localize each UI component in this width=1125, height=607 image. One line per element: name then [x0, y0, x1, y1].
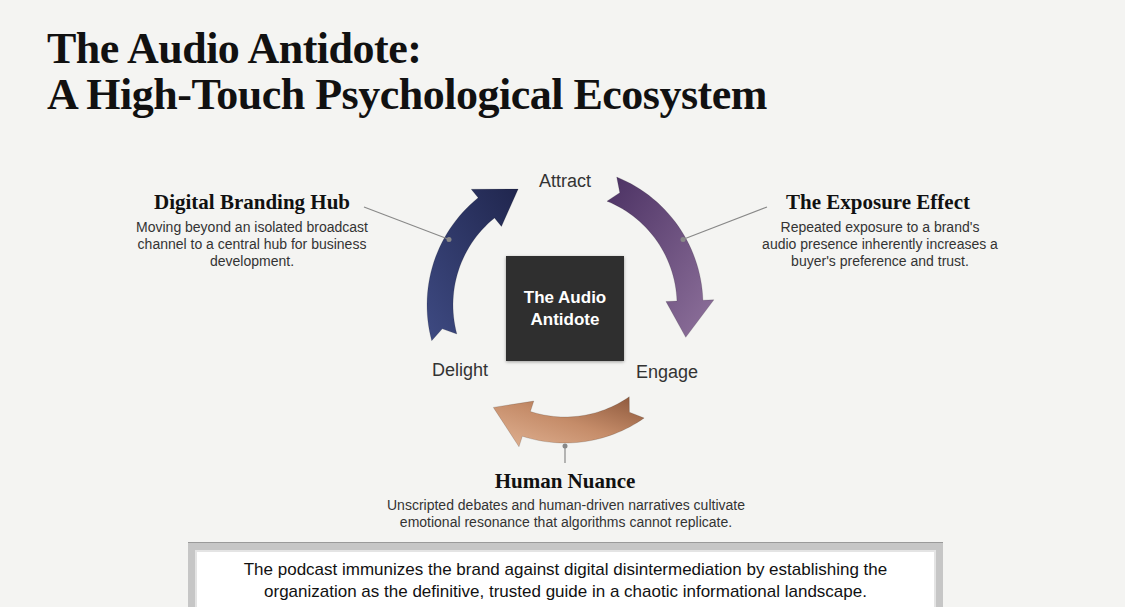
callout-heading: The Exposure Effect	[786, 190, 970, 214]
callout-body: Unscripted debates and human-driven narr…	[380, 497, 752, 531]
leader-line	[364, 207, 448, 239]
center-box: The Audio Antidote	[506, 256, 624, 361]
stage-label: Delight	[432, 360, 488, 380]
callout-body: Repeated exposure to a brand's audio pre…	[762, 219, 998, 270]
leader-dot	[447, 237, 452, 242]
callout-body: Moving beyond an isolated broadcast chan…	[132, 219, 372, 270]
leader-line	[684, 207, 767, 239]
callout-heading: Human Nuance	[495, 469, 636, 493]
diagram-title: The Audio Antidote: A High-Touch Psychol…	[47, 26, 767, 118]
stage-label: Attract	[539, 171, 591, 191]
node-text: The podcast immunizes the brand against …	[205, 559, 926, 603]
leader-dot	[681, 237, 686, 242]
callout-heading: Digital Branding Hub	[154, 190, 350, 214]
leader-dot	[563, 444, 568, 449]
cycle-arrow	[427, 189, 518, 341]
cycle-arrow	[493, 397, 644, 447]
node-text: The Audio Antidote	[506, 287, 624, 331]
stage-label: Engage	[636, 362, 698, 382]
leader-line	[564, 446, 565, 463]
caption-board: The podcast immunizes the brand against …	[188, 543, 943, 607]
